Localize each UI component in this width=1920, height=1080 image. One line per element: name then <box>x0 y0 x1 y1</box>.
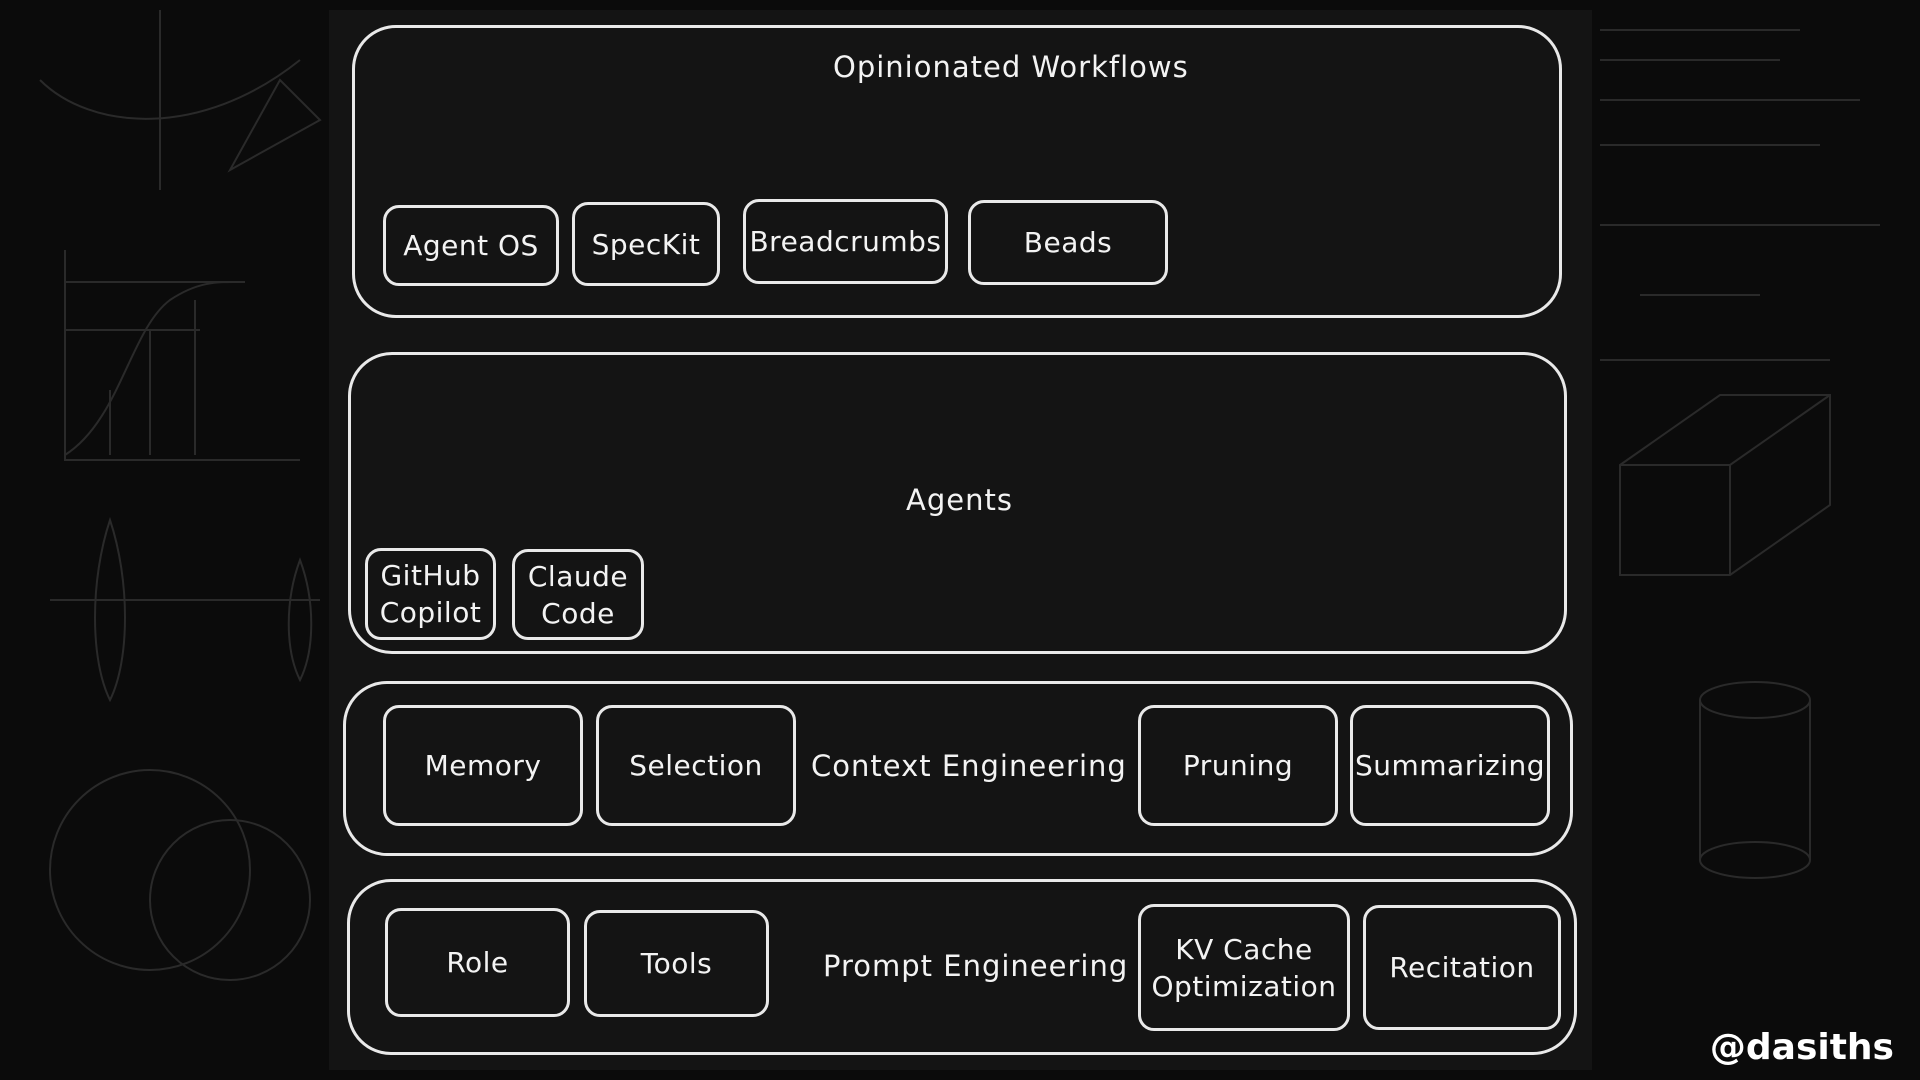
chip-github-copilot[interactable]: GitHub Copilot <box>365 548 496 640</box>
author-watermark: @dasiths <box>1709 1027 1894 1068</box>
chip-label: Pruning <box>1182 749 1294 782</box>
layer-title-opinionated-workflows: Opinionated Workflows <box>833 50 1189 84</box>
chip-label: SpecKit <box>591 227 701 261</box>
chip-label: Breadcrumbs <box>749 225 942 258</box>
chip-label: Agent OS <box>403 229 539 262</box>
layer-title-prompt-engineering: Prompt Engineering <box>823 949 1129 983</box>
chip-pruning[interactable]: Pruning <box>1138 705 1338 826</box>
diagram-panel <box>329 10 1592 1070</box>
chip-label: Claude Code <box>527 559 629 630</box>
layer-context-engineering <box>343 681 1573 856</box>
layer-agents <box>348 352 1567 654</box>
chip-label: GitHub Copilot <box>379 559 482 629</box>
chip-label: Summarizing <box>1354 749 1545 782</box>
chip-recitation[interactable]: Recitation <box>1363 905 1561 1030</box>
chip-role[interactable]: Role <box>385 908 570 1017</box>
chip-selection[interactable]: Selection <box>596 705 796 826</box>
chip-label: Memory <box>424 749 542 782</box>
chip-summarizing[interactable]: Summarizing <box>1350 705 1550 826</box>
chip-memory[interactable]: Memory <box>383 705 583 826</box>
chip-beads[interactable]: Beads <box>968 200 1168 285</box>
chip-speckit[interactable]: SpecKit <box>572 202 720 286</box>
chip-agent-os[interactable]: Agent OS <box>383 205 559 286</box>
chip-label: Beads <box>1023 226 1113 259</box>
layer-prompt-engineering <box>347 879 1577 1055</box>
chip-label: Tools <box>640 947 713 980</box>
chip-breadcrumbs[interactable]: Breadcrumbs <box>743 199 948 284</box>
layer-title-context-engineering: Context Engineering <box>811 749 1127 783</box>
chip-kv-cache-optimization[interactable]: KV Cache Optimization <box>1138 904 1350 1031</box>
chip-label: Role <box>446 946 509 979</box>
layer-opinionated-workflows <box>352 25 1562 318</box>
chip-label: Recitation <box>1389 951 1535 984</box>
chip-tools[interactable]: Tools <box>584 910 769 1017</box>
chip-label: Selection <box>629 749 763 782</box>
layer-title-agents: Agents <box>906 483 1013 517</box>
chip-label: KV Cache Optimization <box>1151 932 1337 1003</box>
chip-claude-code[interactable]: Claude Code <box>512 549 644 640</box>
